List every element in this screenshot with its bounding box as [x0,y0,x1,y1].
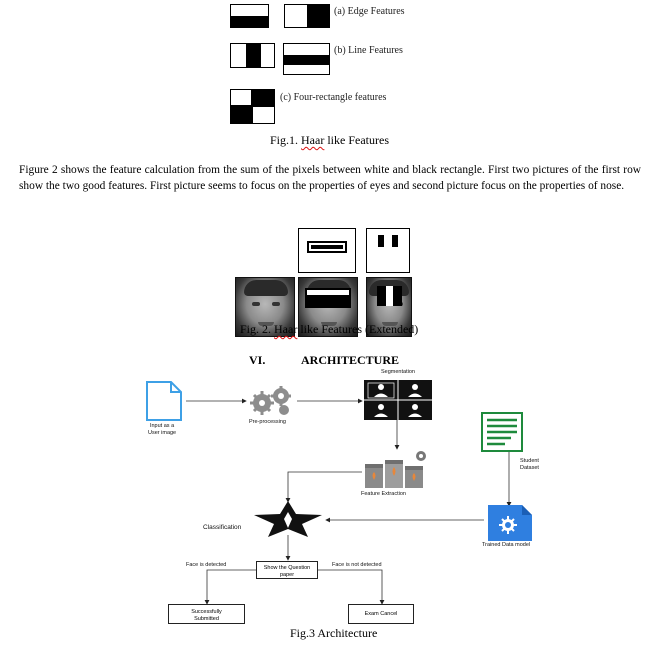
four-rectangle-features-label: (c) Four-rectangle features [280,92,387,103]
show-question-paper-box: Show the Question paper [256,561,318,579]
classification-label: Classification [203,524,242,531]
document-icon [146,381,182,421]
feature-nose-template [366,228,410,273]
feature-extraction-label: Feature Extraction [361,491,406,497]
trained-data-model-label: Trained Data model [482,542,531,548]
segmentation-label: Segmentation [381,369,415,375]
caption-misspelled-word: Haar [274,322,298,336]
face-detected-label: Face is detected [186,562,227,568]
figure-2-caption: Fig. 2. Haar like Features (Extended) [240,322,418,337]
face-image-eyes-feature [298,277,358,337]
body-paragraph: Figure 2 shows the feature calculation f… [19,164,641,192]
trained-model-icon [488,505,532,541]
feature-extraction-icon [365,451,426,488]
caption-prefix: Fig. 2. [240,322,275,336]
figure-1-caption: Fig.1. Haar like Features [270,133,389,148]
input-user-image-label: Input as a User image [148,423,177,436]
face-image-original [235,277,295,337]
haar-edge-vertical [284,4,330,28]
gears-icon [250,386,291,415]
face-not-detected-label: Face is not detected [332,562,382,568]
architecture-connectors [186,398,512,605]
successfully-submitted-box: Successfully Submitted [168,604,245,624]
segmentation-grid-icon [364,380,432,420]
feature-eyes-template [298,228,356,273]
spreadsheet-icon [481,412,523,452]
section-title: ARCHITECTURE [301,353,400,367]
student-dataset-label: Student Dataset [520,458,539,471]
preprocessing-label: Pre-processing [249,419,286,425]
caption-misspelled-word: Haar [301,133,325,147]
exam-cancel-box: Exam Cancel [348,604,414,624]
section-number: VI. [249,353,266,367]
classification-star-icon [254,501,322,537]
haar-four-rectangle [230,89,275,124]
caption-prefix: Fig.1. [270,133,302,147]
caption-suffix: like Features [324,133,389,147]
edge-features-label: (a) Edge Features [334,6,405,17]
line-features-label: (b) Line Features [334,45,403,56]
caption-suffix: like Features (Extended) [297,322,419,336]
figure-3-caption: Fig.3 Architecture [290,626,378,640]
haar-line-horizontal [283,43,330,75]
face-image-nose-feature [366,277,412,337]
haar-edge-horizontal [230,4,269,28]
haar-line-vertical [230,43,275,68]
